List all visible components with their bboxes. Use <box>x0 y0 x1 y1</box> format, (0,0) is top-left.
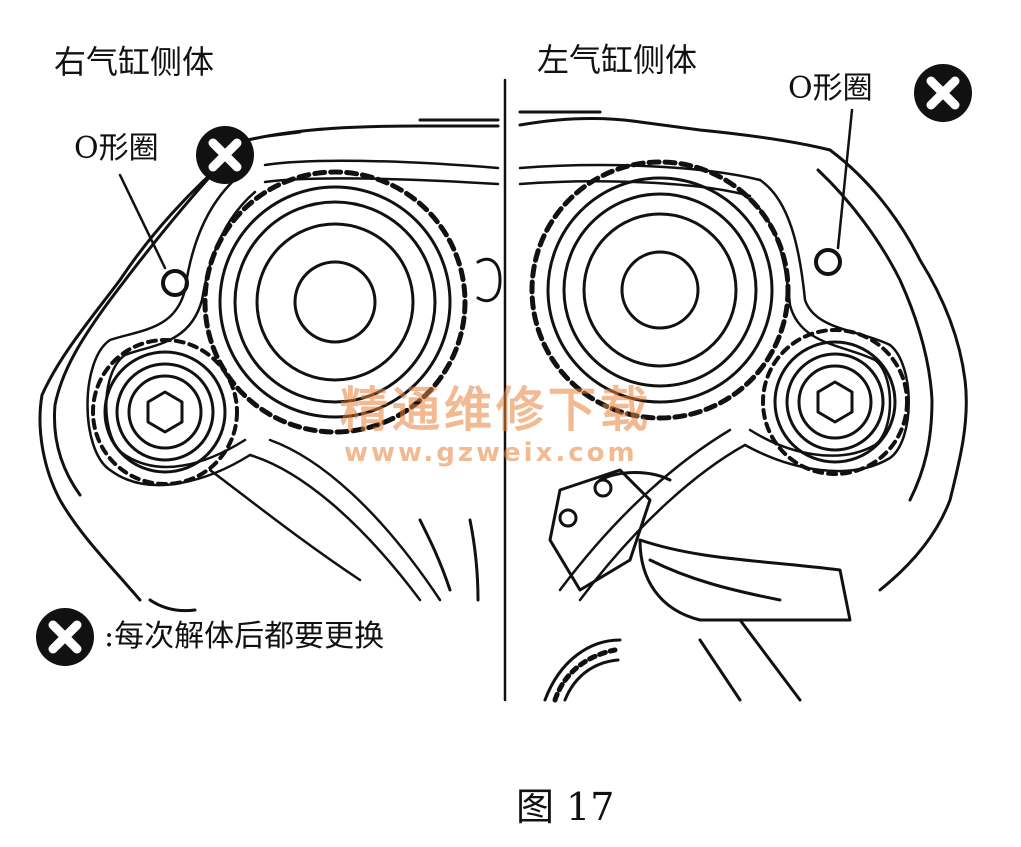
left-timing-chain <box>518 163 910 602</box>
watermark-url: www.gzweix.com <box>344 438 638 468</box>
left-idler-sprocket <box>761 328 909 476</box>
x-circle-icon <box>914 64 972 122</box>
left-o-ring <box>814 108 854 276</box>
o-ring-label-left: O形圈 <box>788 71 873 106</box>
left-bank-housing <box>518 110 968 702</box>
right-bank-housing <box>38 118 502 613</box>
o-ring-label-right: O形圈 <box>74 131 159 166</box>
right-timing-chain <box>86 159 500 602</box>
left-bank-label: 左气缸侧体 <box>537 41 698 79</box>
right-o-ring <box>118 173 189 297</box>
right-cam-sprocket <box>202 169 468 435</box>
figure-caption: 图 17 <box>516 785 615 829</box>
x-circle-icon <box>196 126 254 184</box>
legend-replace-text: :每次解体后都要更换 <box>104 619 385 654</box>
crank-gear-partial <box>552 647 618 703</box>
watermark-cn: 精通维修下载 <box>340 382 653 438</box>
right-idler-sprocket <box>91 338 239 486</box>
x-circle-icon <box>36 608 94 666</box>
right-bank-label: 右气缸侧体 <box>54 43 215 81</box>
